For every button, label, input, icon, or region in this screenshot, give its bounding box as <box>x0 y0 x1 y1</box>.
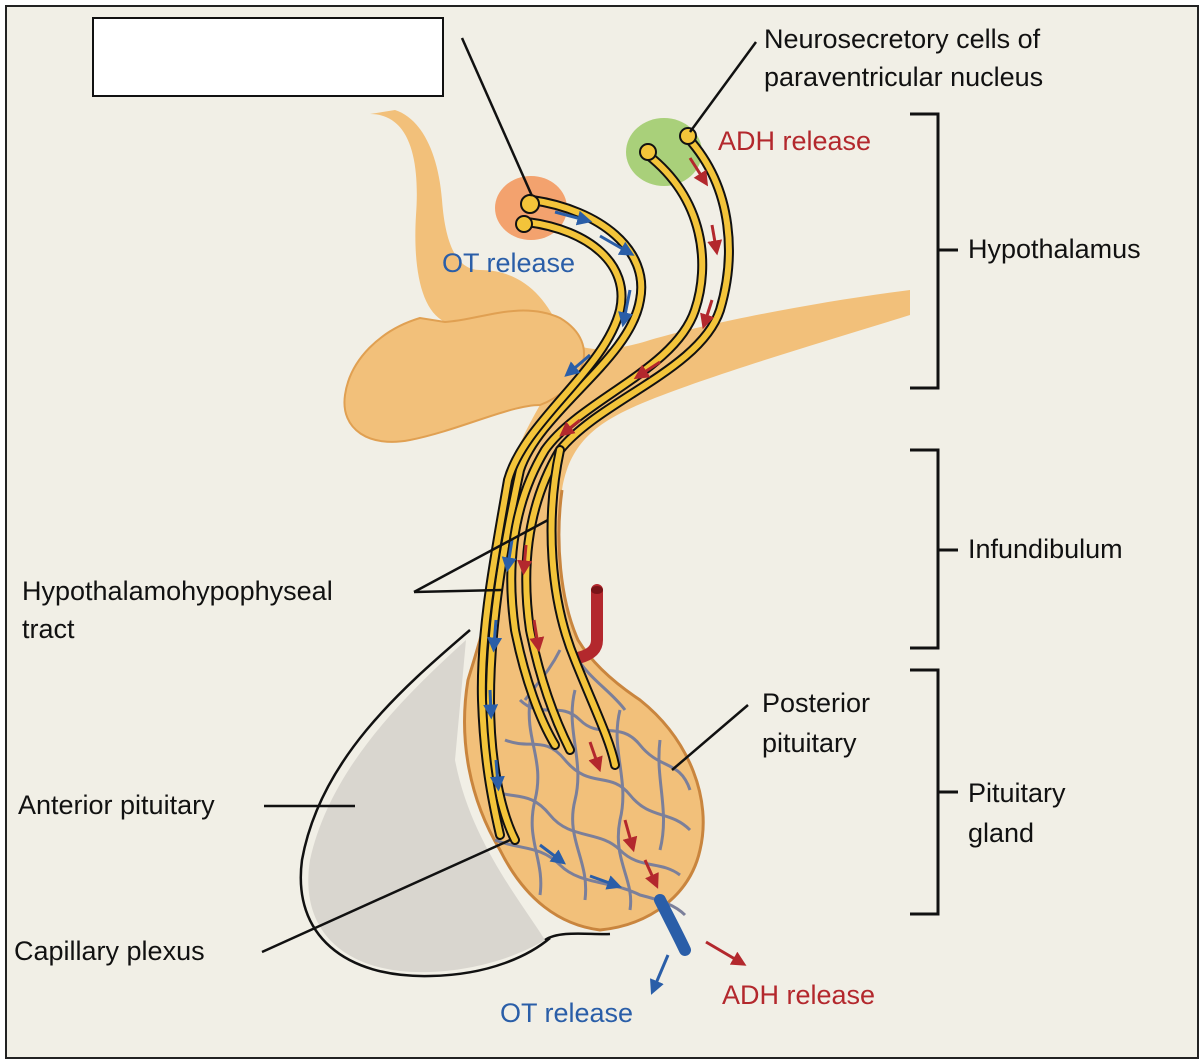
label-tract-line1: Hypothalamohypophyseal <box>22 576 333 606</box>
hypophyseal-artery <box>572 584 603 664</box>
blank-label-box <box>92 17 444 97</box>
anterior-pituitary-outline <box>299 629 551 978</box>
label-posterior-line2: pituitary <box>762 728 857 758</box>
optic-chiasm <box>343 309 585 443</box>
anterior-pituitary-shadow <box>308 640 545 973</box>
label-infundibulum: Infundibulum <box>968 534 1123 564</box>
label-capillary-plexus: Capillary plexus <box>14 936 205 966</box>
label-pituitary-line1: Pituitary <box>968 778 1066 808</box>
neurosecretory-cell-bodies <box>515 127 697 233</box>
label-anterior-pituitary: Anterior pituitary <box>18 790 215 820</box>
hypothalamohypophyseal-tract <box>476 133 734 845</box>
label-posterior-line1: Posterior <box>762 688 871 718</box>
label-adh-release-top: ADH release <box>718 126 872 156</box>
hypophyseal-vein <box>654 894 691 956</box>
posterior-lobe-outline <box>463 489 705 932</box>
label-ot-release-top: OT release <box>442 248 576 278</box>
hypothalamus-tissue <box>370 110 910 930</box>
label-tract-line2: tract <box>22 614 75 644</box>
region-brackets <box>910 112 958 916</box>
leader-lines <box>261 37 758 954</box>
ot-flow-arrows <box>483 210 670 995</box>
label-neurosecretory-line1: Neurosecretory cells of <box>764 24 1041 54</box>
label-pituitary-line2: gland <box>968 818 1035 848</box>
label-hypothalamus: Hypothalamus <box>968 234 1141 264</box>
label-neurosecretory-line2: paraventricular nucleus <box>764 62 1044 92</box>
adh-flow-arrows <box>517 157 747 966</box>
label-adh-release-bottom: ADH release <box>722 980 876 1010</box>
label-ot-release-bottom: OT release <box>500 998 634 1028</box>
